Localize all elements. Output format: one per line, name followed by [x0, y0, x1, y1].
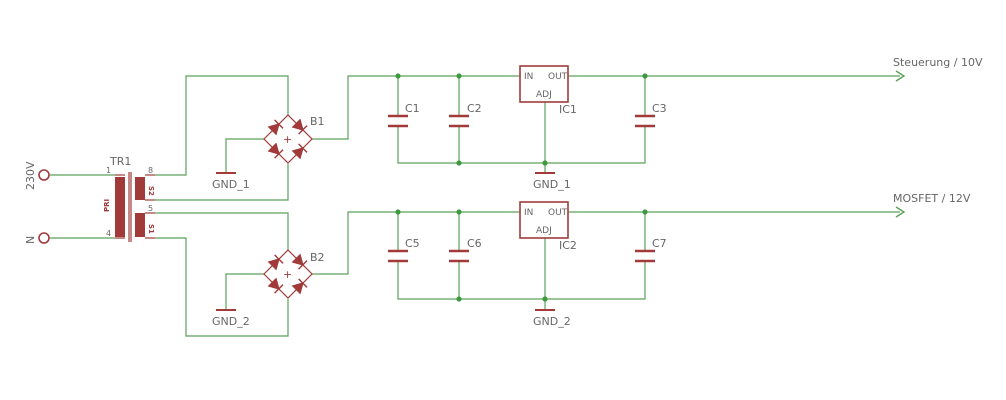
regulator-ic2-name: IC2 — [559, 239, 577, 252]
input-terminals — [38, 169, 50, 244]
ground-symbols — [216, 172, 555, 311]
transformer-name: TR1 — [109, 155, 131, 168]
transformer-pin-4: 4 — [106, 229, 111, 238]
transformer-core — [115, 172, 155, 242]
regulator-ic1-out-label: OUT — [548, 72, 568, 82]
capacitor-c2-symbol — [449, 114, 469, 128]
wire-b1-plus — [312, 75, 520, 140]
capacitor-c5-label: C5 — [405, 237, 420, 250]
wire-sec1-top — [155, 75, 289, 176]
regulator-ic1-body — [519, 65, 569, 103]
transformer-pri-label: PRI — [103, 199, 111, 212]
ground-ic2-label: GND_2 — [533, 315, 571, 328]
bridge-b1-name: B1 — [310, 115, 325, 128]
output-arrows — [895, 70, 906, 218]
junction-dot — [456, 73, 462, 79]
wire-sec2-bottom — [155, 237, 289, 337]
transformer-pin-8: 8 — [148, 166, 153, 175]
bridge-b2-plus: + — [283, 268, 292, 281]
bridge-b2-name: B2 — [310, 251, 325, 264]
terminal-l-symbol — [38, 169, 50, 181]
capacitor-c7-symbol — [635, 249, 655, 263]
junction-dot — [456, 160, 462, 166]
ground-ic1-label: GND_1 — [533, 178, 571, 191]
capacitor-c5-symbol — [388, 249, 408, 263]
capacitor-c3-label: C3 — [652, 102, 667, 115]
junctions — [395, 73, 648, 302]
junction-dot — [642, 73, 648, 79]
transformer-pin-1: 1 — [106, 166, 111, 175]
transformer-tr1: TR1 1 4 8 5 PRI S2 S1 — [103, 155, 155, 242]
output-bottom-label: MOSFET / 12V — [893, 192, 971, 205]
wire-b2-gnd — [225, 273, 264, 310]
regulator-ic2-out-label: OUT — [548, 208, 568, 218]
bridge-rectifier-b2: + B2 — [263, 249, 325, 299]
output-top-label: Steuerung / 10V — [893, 56, 983, 69]
ground-b1-label: GND_1 — [212, 178, 250, 191]
bridge-b1-diodes — [263, 114, 313, 164]
ground-b2-label: GND_2 — [212, 315, 250, 328]
bridge-b1-plus: + — [283, 133, 292, 146]
capacitor-c3-symbol — [635, 114, 655, 128]
wire-b1-gnd — [225, 138, 264, 173]
transformer-s1-label: S1 — [147, 224, 155, 234]
output-top-arrow-icon — [895, 70, 906, 82]
capacitor-c1-label: C1 — [405, 102, 420, 115]
regulator-ic1: IN OUT ADJ IC1 — [519, 65, 577, 116]
capacitor-c6-symbol — [449, 249, 469, 263]
terminal-l-label: 230V — [24, 161, 37, 190]
junction-dot — [542, 160, 548, 166]
regulator-ic2: IN OUT ADJ IC2 — [519, 201, 577, 252]
transformer-secondary1-coil — [135, 177, 145, 200]
wire-b2-plus — [312, 211, 520, 275]
wire-c5 — [397, 212, 646, 300]
regulator-ic2-body — [519, 201, 569, 239]
capacitor-c1-symbol — [388, 114, 408, 128]
bridge-b2-diodes — [263, 249, 313, 299]
regulator-ic1-in-label: IN — [524, 72, 533, 82]
terminal-n-symbol — [38, 232, 50, 244]
output-bottom-arrow-icon — [895, 206, 906, 218]
regulator-ic1-name: IC1 — [559, 103, 577, 116]
capacitor-c7-label: C7 — [652, 237, 667, 250]
wire-c1 — [397, 76, 646, 164]
capacitor-c6-label: C6 — [467, 237, 482, 250]
regulator-ic2-in-label: IN — [524, 208, 533, 218]
transformer-pin-5: 5 — [148, 204, 153, 213]
regulator-ic2-adj-label: ADJ — [536, 226, 552, 236]
bridge-rectifier-b1: + B1 — [263, 114, 325, 164]
wire-sec1-bottom — [155, 164, 289, 201]
junction-dot — [642, 209, 648, 215]
junction-dot — [456, 209, 462, 215]
capacitor-symbols — [388, 114, 655, 263]
transformer-secondary2-coil — [135, 213, 145, 237]
transformer-s2-label: S2 — [147, 186, 155, 196]
capacitor-c2-label: C2 — [467, 102, 482, 115]
wire-sec2-top — [155, 212, 289, 250]
wires — [50, 75, 900, 337]
junction-dot — [456, 296, 462, 302]
junction-dot — [395, 209, 401, 215]
terminal-n-label: N — [24, 236, 37, 244]
junction-dot — [542, 296, 548, 302]
regulator-ic1-adj-label: ADJ — [536, 90, 552, 100]
transformer-primary-coil — [115, 177, 125, 237]
junction-dot — [395, 73, 401, 79]
